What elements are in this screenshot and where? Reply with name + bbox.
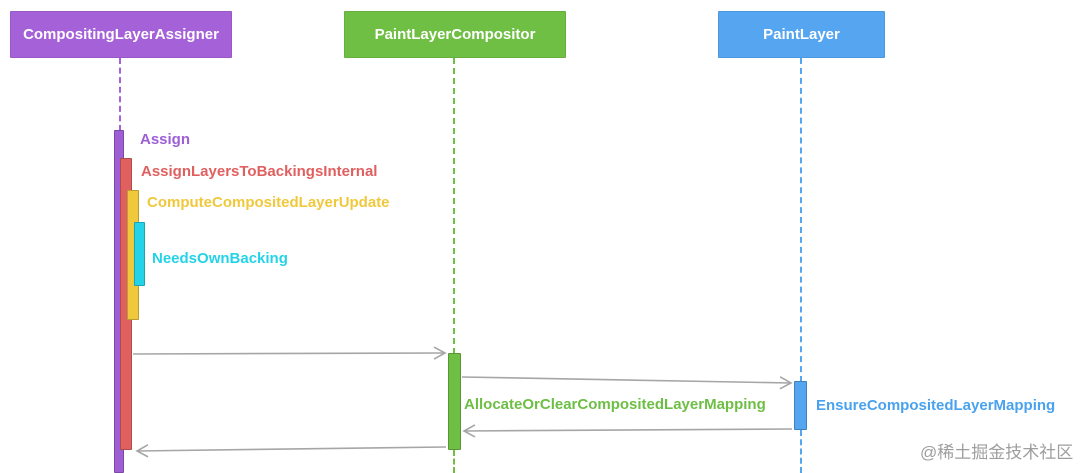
participant-label: PaintLayerCompositor bbox=[374, 26, 536, 43]
lifeline-compositing-layer-assigner bbox=[119, 58, 121, 131]
label-allocate-or-clear-composited-layer-mapping: AllocateOrClearCompositedLayerMapping bbox=[464, 396, 766, 413]
lifeline-paint-layer-compositor bbox=[453, 58, 455, 354]
participant-paint-layer: PaintLayer bbox=[718, 11, 885, 58]
participant-label: PaintLayer bbox=[763, 26, 840, 43]
activation-paint-layer-compositor bbox=[448, 353, 461, 450]
label-ensure-composited-layer-mapping: EnsureCompositedLayerMapping bbox=[816, 397, 1056, 414]
lifeline-paint-layer-lower bbox=[800, 430, 802, 473]
participant-label: CompositingLayerAssigner bbox=[23, 26, 219, 43]
label-needs-own-backing: NeedsOwnBacking bbox=[152, 250, 288, 267]
label-compute-composited-layer-update: ComputeCompositedLayerUpdate bbox=[147, 194, 390, 211]
participant-paint-layer-compositor: PaintLayerCompositor bbox=[344, 11, 566, 58]
arrow-call-paintlayercompositor bbox=[132, 346, 447, 360]
arrow-return-to-compositor bbox=[462, 424, 793, 438]
arrow-return-to-assigner bbox=[135, 444, 447, 458]
label-assign-layers-to-backings-internal: AssignLayersToBackingsInternal bbox=[141, 163, 378, 180]
juejin-watermark: @稀土掘金技术社区 bbox=[920, 443, 1074, 462]
participant-compositing-layer-assigner: CompositingLayerAssigner bbox=[10, 11, 232, 58]
activation-paint-layer bbox=[794, 381, 807, 430]
activation-needs-own-backing bbox=[134, 222, 145, 286]
label-assign: Assign bbox=[140, 131, 191, 148]
lifeline-paint-layer-compositor-lower bbox=[453, 450, 455, 473]
lifeline-paint-layer bbox=[800, 58, 802, 382]
arrow-call-paintlayer bbox=[461, 376, 793, 390]
